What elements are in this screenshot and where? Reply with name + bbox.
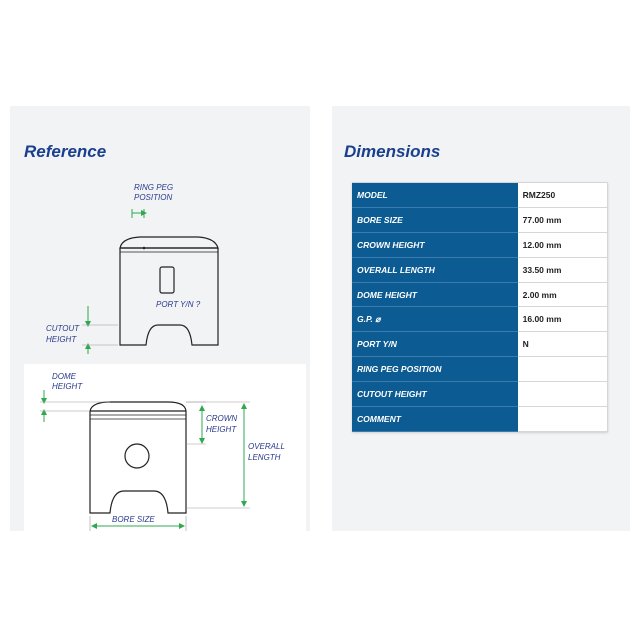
overall-label-line2: LENGTH xyxy=(248,453,281,462)
table-row: COMMENT xyxy=(352,406,608,432)
row-key: OVERALL LENGTH xyxy=(352,257,518,283)
row-key: MODEL xyxy=(352,182,518,208)
row-value: RMZ250 xyxy=(517,182,608,208)
table-row: BORE SIZE 77.00 mm xyxy=(352,207,608,233)
table-row: DOME HEIGHT 2.00 mm xyxy=(352,282,608,308)
row-key: DOME HEIGHT xyxy=(352,282,518,308)
crown-label-line1: CROWN xyxy=(206,414,237,423)
row-value: 77.00 mm xyxy=(517,207,608,233)
bore-label: BORE SIZE xyxy=(112,515,155,524)
table-row: OVERALL LENGTH 33.50 mm xyxy=(352,257,608,283)
reference-diagram-background xyxy=(24,364,306,531)
row-key: RING PEG POSITION xyxy=(352,356,518,383)
dome-label-line1: DOME xyxy=(52,372,77,381)
table-row: MODEL RMZ250 xyxy=(352,182,608,208)
lower-piston-drawing xyxy=(89,401,187,514)
table-row: CROWN HEIGHT 12.00 mm xyxy=(352,232,608,258)
cutout-label-line2: HEIGHT xyxy=(46,335,77,344)
row-key: G.P. ⌀ xyxy=(352,306,518,333)
row-key: CROWN HEIGHT xyxy=(352,232,518,258)
row-value xyxy=(517,381,608,408)
reference-panel: Reference RING PEG POSITION PORT Y/ xyxy=(10,106,310,531)
row-value: 33.50 mm xyxy=(517,257,608,283)
row-value xyxy=(517,406,608,432)
port-label: PORT Y/N ? xyxy=(156,300,201,309)
dimensions-title: Dimensions xyxy=(344,142,441,161)
row-key: PORT Y/N xyxy=(352,331,518,358)
table-row: G.P. ⌀ 16.00 mm xyxy=(352,306,608,333)
row-value: 12.00 mm xyxy=(517,232,608,258)
row-key: CUTOUT HEIGHT xyxy=(352,381,518,408)
dimensions-table: MODEL RMZ250 BORE SIZE 77.00 mm CROWN HE… xyxy=(352,182,608,432)
row-key: BORE SIZE xyxy=(352,207,518,233)
cutout-label-line1: CUTOUT xyxy=(46,324,80,333)
piston-reference-diagram: RING PEG POSITION PORT Y/N ? CUTOUT HEIG… xyxy=(40,183,285,531)
dome-label-line2: HEIGHT xyxy=(52,382,83,391)
row-value: 2.00 mm xyxy=(517,282,608,308)
row-value: N xyxy=(517,331,608,358)
table-row: RING PEG POSITION xyxy=(352,356,608,383)
table-row: CUTOUT HEIGHT xyxy=(352,381,608,408)
overall-label-line1: OVERALL xyxy=(248,442,285,451)
ring-peg-label-line2: POSITION xyxy=(134,193,172,202)
reference-title: Reference xyxy=(24,142,107,161)
upper-piston-drawing xyxy=(119,236,219,346)
crown-label-line2: HEIGHT xyxy=(206,425,237,434)
table-row: PORT Y/N N xyxy=(352,331,608,358)
row-value xyxy=(517,356,608,383)
ring-peg-label-line1: RING PEG xyxy=(134,183,173,192)
row-key: COMMENT xyxy=(352,406,518,432)
row-value: 16.00 mm xyxy=(517,306,608,333)
dimensions-panel: Dimensions MODEL RMZ250 BORE SIZE 77.00 … xyxy=(332,106,630,531)
